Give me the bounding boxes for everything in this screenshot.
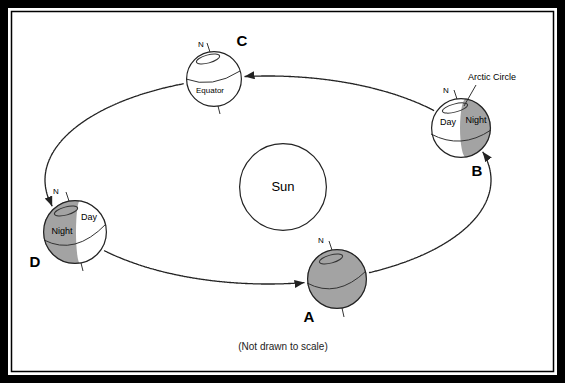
orbit-arrow	[104, 251, 304, 285]
earth-globe: CNEquator	[186, 51, 242, 107]
earth-globe: NDayNightD	[43, 200, 107, 264]
arctic-circle-label: Arctic Circle	[468, 73, 516, 82]
sun-circle: Sun	[239, 143, 327, 231]
orbit-arrow	[245, 76, 435, 111]
night-label: Night	[51, 227, 72, 236]
sun-label: Sun	[271, 180, 294, 193]
north-pole-label: N	[198, 41, 204, 49]
earth-globe: NA	[307, 249, 367, 309]
north-pole-label: N	[443, 87, 449, 95]
position-letter: B	[472, 163, 483, 178]
earth-globe-outline	[307, 249, 367, 309]
position-letter: C	[237, 33, 248, 48]
earth-globe-outline	[431, 98, 491, 158]
north-pole-label: N	[53, 188, 59, 196]
position-letter: D	[30, 254, 41, 269]
position-letter: A	[304, 309, 315, 324]
earth-globe-outline	[186, 51, 242, 107]
orbit-arrow	[45, 84, 184, 207]
orbit-arrow	[369, 152, 491, 273]
day-label: Day	[81, 213, 97, 222]
equator-label: Equator	[196, 87, 224, 95]
night-label: Night	[465, 116, 486, 125]
north-pole-label: N	[318, 237, 324, 245]
day-label: Day	[440, 118, 456, 127]
earth-globe: NNightDayB	[431, 98, 491, 158]
caption-note: (Not drawn to scale)	[238, 342, 327, 352]
